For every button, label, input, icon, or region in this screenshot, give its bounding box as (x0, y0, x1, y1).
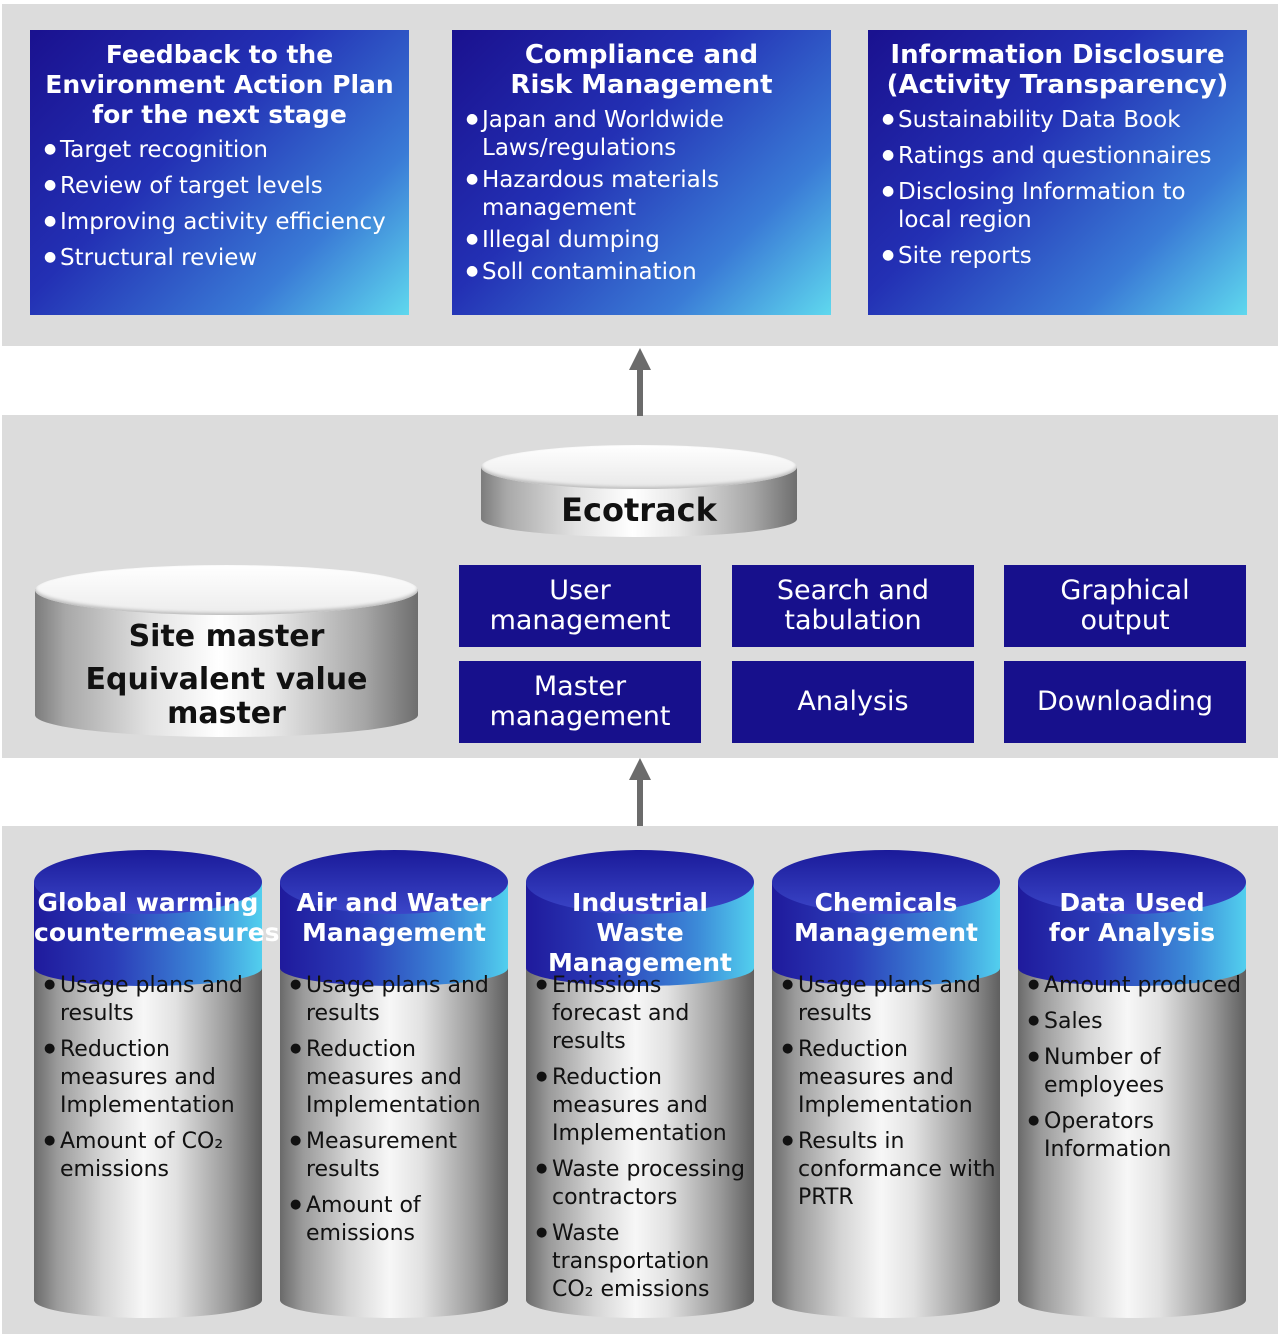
feedback-box: Feedback to the Environment Action Plan … (30, 30, 409, 315)
air-water-list: Usage plans and results Reduction measur… (290, 971, 504, 1256)
list-item: Soll contamination (466, 257, 823, 286)
list-item: Usage plans and results (782, 971, 996, 1028)
list-item: Reduction measures and Implementation (44, 1035, 258, 1120)
feedback-title: Feedback to the Environment Action Plan … (45, 40, 394, 129)
list-item: Illegal dumping (466, 225, 823, 254)
disclosure-list: Sustainability Data Book Ratings and que… (868, 105, 1247, 270)
list-item: Emissions forecast and results (536, 971, 750, 1056)
list-item: Sales (1028, 1007, 1242, 1036)
list-item: Japan and Worldwide Laws/regulations (466, 105, 823, 162)
chemicals-cylinder: Chemicals Management Usage plans and res… (772, 850, 1000, 1318)
global-warming-cylinder: Global warming countermeasures Usage pla… (34, 850, 280, 1318)
feedback-list: Target recognition Review of target leve… (30, 135, 409, 272)
analysis-box: Analysis (732, 661, 974, 743)
list-item: Usage plans and results (290, 971, 504, 1028)
list-item: Site reports (882, 241, 1239, 270)
chemicals-list: Usage plans and results Reduction measur… (782, 971, 996, 1220)
lower-arrow-head (629, 758, 651, 780)
global-warming-list: Usage plans and results Reduction measur… (44, 971, 258, 1192)
list-item: Reduction measures and Implementation (782, 1035, 996, 1120)
data-analysis-cylinder: Data Used for Analysis Amount produced S… (1018, 850, 1246, 1318)
list-item: Ratings and questionnaires (882, 141, 1239, 170)
global-warming-title: Global warming countermeasures (34, 888, 280, 947)
list-item: Operators Information (1028, 1107, 1242, 1164)
user-management-box: User management (459, 565, 701, 647)
list-item: Waste transportation CO₂ emissions (536, 1219, 750, 1304)
ecotrack-label: Ecotrack (561, 491, 717, 529)
list-item: Amount of CO₂ emissions (44, 1127, 258, 1184)
industrial-waste-cylinder: Industrial Waste Management Emissions fo… (526, 850, 754, 1318)
list-item: Improving activity efficiency (44, 207, 401, 236)
upper-arrow-shaft (637, 368, 643, 416)
list-item: Reduction measures and Implementation (290, 1035, 504, 1120)
list-item: Number of employees (1028, 1043, 1242, 1100)
site-master-database-icon: Site master Equivalent value master (35, 565, 418, 740)
ecotrack-database-icon: Ecotrack (481, 445, 797, 545)
industrial-waste-list: Emissions forecast and results Reduction… (536, 971, 750, 1312)
list-item: Hazardous materials management (466, 165, 823, 222)
list-item: Amount of emissions (290, 1191, 504, 1248)
list-item: Target recognition (44, 135, 401, 164)
data-analysis-title: Data Used for Analysis (1048, 888, 1216, 947)
list-item: Structural review (44, 243, 401, 272)
air-water-cylinder: Air and Water Management Usage plans and… (280, 850, 508, 1318)
master-management-box: Master management (459, 661, 701, 743)
lower-arrow-shaft (637, 778, 643, 826)
search-tabulation-box: Search and tabulation (732, 565, 974, 647)
disclosure-title: Information Disclosure (Activity Transpa… (886, 40, 1229, 100)
list-item: Sustainability Data Book (882, 105, 1239, 134)
air-water-title: Air and Water Management (296, 888, 492, 947)
data-analysis-list: Amount produced Sales Number of employee… (1028, 971, 1242, 1172)
list-item: Measurement results (290, 1127, 504, 1184)
equivalent-value-master-label: Equivalent value master (85, 662, 368, 731)
industrial-waste-title: Industrial Waste Management (547, 888, 733, 977)
list-item: Reduction measures and Implementation (536, 1063, 750, 1148)
list-item: Usage plans and results (44, 971, 258, 1028)
list-item: Disclosing Information to local region (882, 177, 1239, 234)
list-item: Amount produced (1028, 971, 1242, 1000)
chemicals-title: Chemicals Management (793, 888, 979, 947)
list-item: Review of target levels (44, 171, 401, 200)
upper-arrow-head (629, 348, 651, 370)
compliance-box: Compliance and Risk Management Japan and… (452, 30, 831, 315)
compliance-list: Japan and Worldwide Laws/regulations Haz… (452, 105, 831, 286)
site-master-label: Site master (128, 619, 325, 654)
list-item: Waste processing contractors (536, 1155, 750, 1212)
downloading-box: Downloading (1004, 661, 1246, 743)
disclosure-box: Information Disclosure (Activity Transpa… (868, 30, 1247, 315)
list-item: Results in conformance with PRTR (782, 1127, 996, 1212)
compliance-title: Compliance and Risk Management (510, 40, 773, 100)
graphical-output-box: Graphical output (1004, 565, 1246, 647)
